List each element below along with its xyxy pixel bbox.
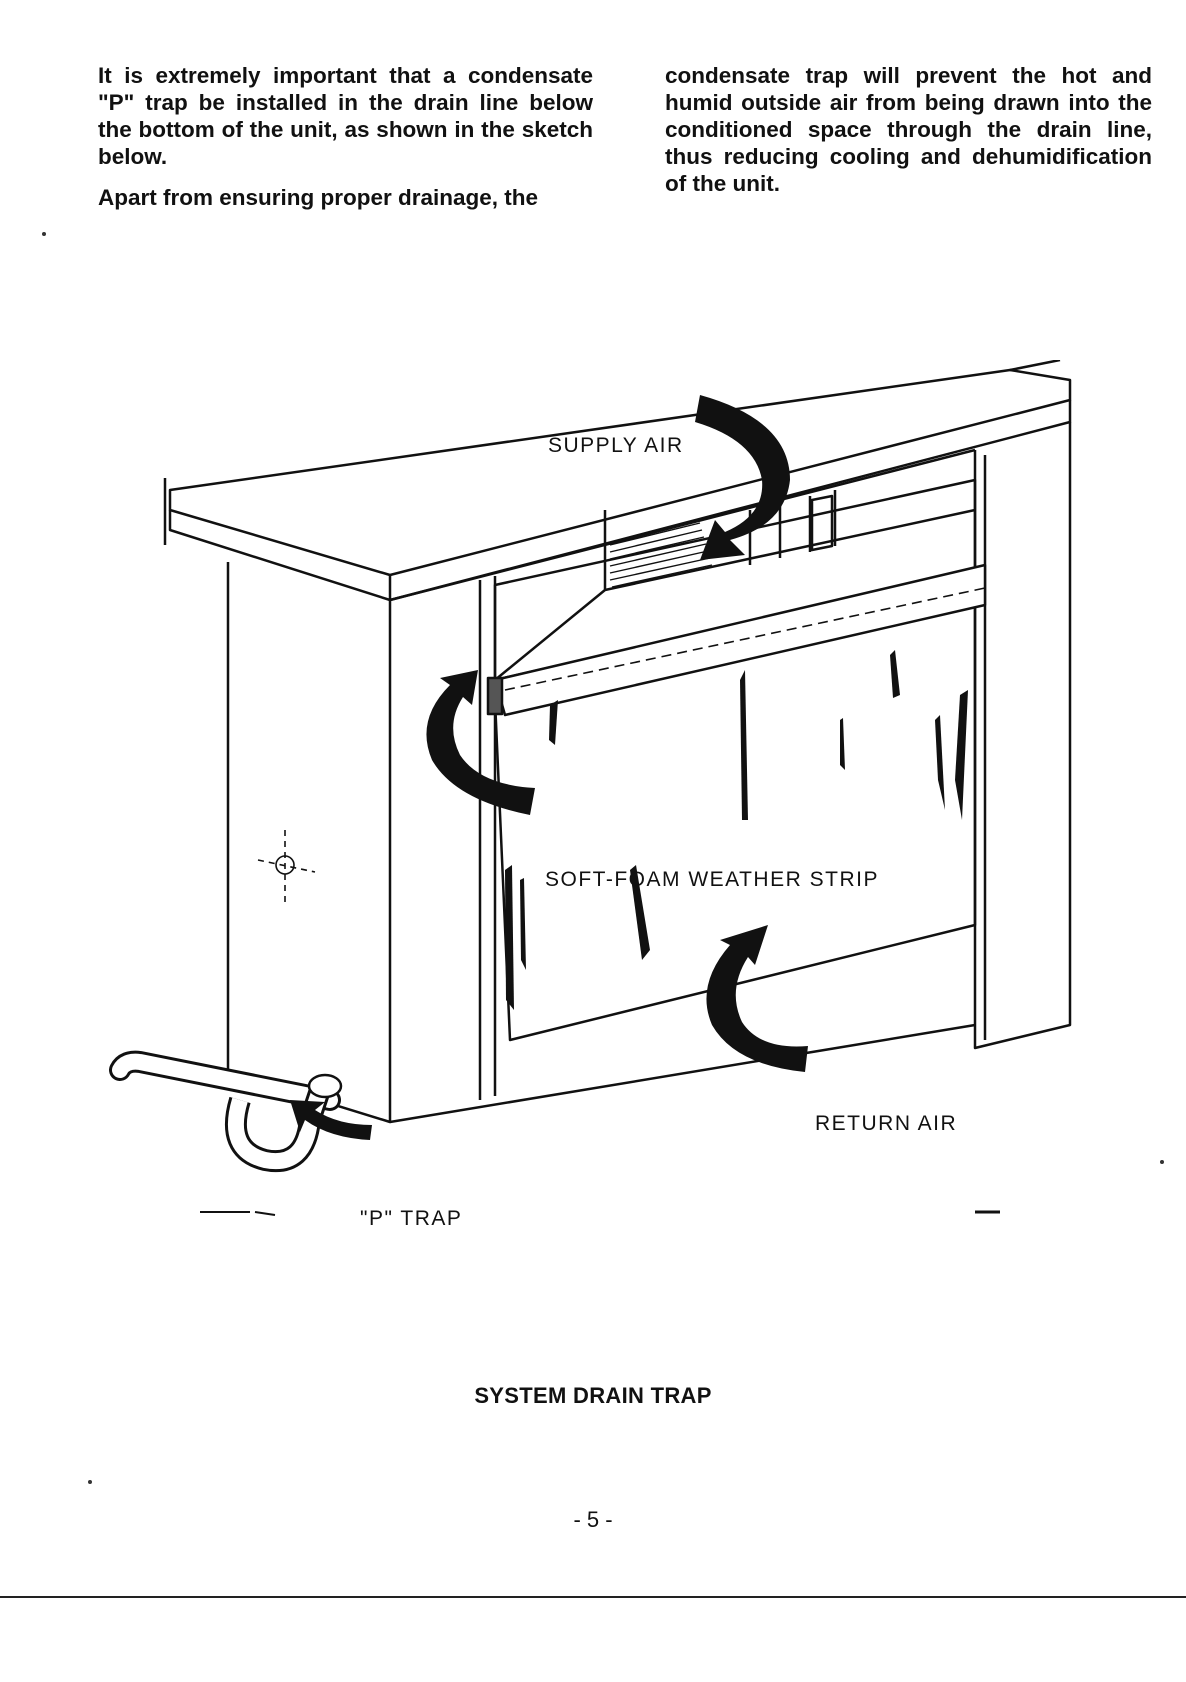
supply-air-arrow bbox=[695, 395, 790, 560]
scan-speck bbox=[42, 232, 46, 236]
top-slab bbox=[168, 368, 1072, 577]
figure-caption: SYSTEM DRAIN TRAP bbox=[474, 1383, 712, 1408]
scan-speck bbox=[1160, 1160, 1164, 1164]
return-air-arrow bbox=[706, 925, 808, 1072]
right-text-column: condensate trap will prevent the hot and… bbox=[665, 62, 1152, 211]
label-weather-strip: SOFT-FOAM WEATHER STRIP bbox=[545, 868, 879, 891]
weather-strip-arrow bbox=[426, 670, 535, 815]
sleeve-frame bbox=[389, 448, 976, 1124]
p-trap-arrow bbox=[290, 1100, 372, 1140]
unit-sketch: SUPPLY AIR SOFT-FOAM WEATHER STRIP RETUR… bbox=[109, 360, 1072, 1230]
label-supply-air: SUPPLY AIR bbox=[548, 434, 684, 457]
left-text-column: It is extremely important that a condens… bbox=[98, 62, 593, 225]
left-wall bbox=[226, 562, 392, 1124]
drain-trap-illustration: SUPPLY AIR SOFT-FOAM WEATHER STRIP RETUR… bbox=[0, 360, 1186, 1320]
paragraph-drainage: Apart from ensuring proper drainage, the bbox=[98, 185, 539, 210]
label-p-trap: "P" TRAP bbox=[360, 1207, 462, 1230]
paragraph-trap-importance: It is extremely important that a condens… bbox=[98, 63, 593, 169]
label-return-air: RETURN AIR bbox=[815, 1112, 957, 1135]
footer-rule bbox=[0, 1596, 1186, 1598]
scan-speck bbox=[88, 1480, 92, 1484]
right-wall bbox=[973, 422, 1072, 1050]
paragraph-trap-benefit: condensate trap will prevent the hot and… bbox=[665, 63, 1152, 196]
page-number: - 5 - bbox=[573, 1507, 613, 1532]
